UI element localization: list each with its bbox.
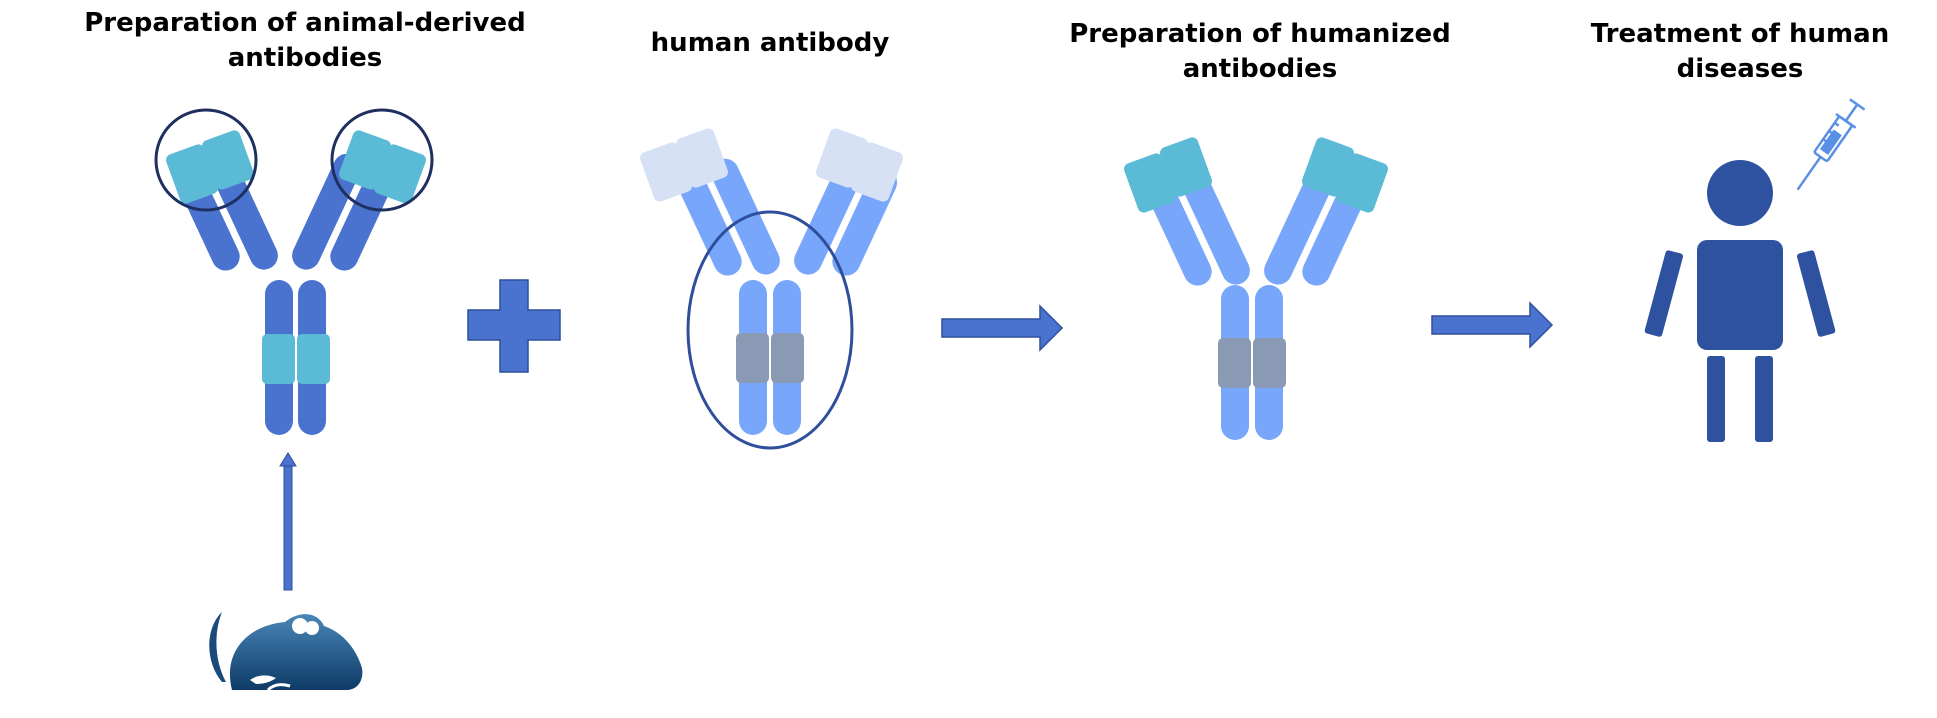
plus-icon bbox=[467, 279, 561, 373]
syringe-icon bbox=[1796, 98, 1866, 191]
variable-region bbox=[816, 128, 868, 188]
heavy-chain bbox=[676, 168, 742, 276]
variable-region bbox=[1160, 137, 1212, 197]
heavy-chain bbox=[1264, 168, 1334, 285]
constant-region bbox=[736, 333, 769, 383]
variable-region bbox=[1124, 153, 1176, 213]
person-icon bbox=[1644, 160, 1836, 442]
mouse-icon bbox=[209, 612, 363, 692]
step-title-treatment: Treatment of human diseases bbox=[1590, 19, 1890, 84]
variable-region bbox=[1302, 137, 1354, 197]
humanized-antibody bbox=[1124, 137, 1388, 440]
step-title-animal-derived: Preparation of animal-derived antibodies bbox=[84, 8, 526, 73]
constant-region bbox=[262, 334, 295, 384]
right-arrow-icon bbox=[1431, 301, 1554, 349]
up-arrow-icon bbox=[279, 452, 297, 591]
variable-region bbox=[166, 144, 218, 204]
step-title-humanized: Preparation of humanized antibodies bbox=[1069, 19, 1451, 84]
variable-region bbox=[851, 142, 903, 202]
constant-region bbox=[1218, 338, 1251, 388]
right-arrow-icon bbox=[941, 304, 1064, 352]
heavy-chain bbox=[794, 158, 864, 275]
person-leg bbox=[1707, 356, 1725, 442]
constant-region bbox=[297, 334, 330, 384]
person-body bbox=[1697, 240, 1783, 350]
human-antibody bbox=[640, 128, 903, 450]
constant-region bbox=[771, 333, 804, 383]
variable-region bbox=[339, 130, 391, 190]
variable-region-circle bbox=[330, 108, 434, 212]
constant-region bbox=[1253, 338, 1286, 388]
heavy-chain bbox=[292, 153, 362, 270]
person-arm bbox=[1796, 250, 1836, 337]
variable-region bbox=[202, 130, 254, 190]
variable-region bbox=[640, 142, 692, 202]
step-title-human-antibody: human antibody bbox=[650, 28, 890, 58]
person-arm bbox=[1644, 250, 1684, 337]
variable-region-circle bbox=[154, 108, 258, 212]
variable-region bbox=[676, 128, 728, 188]
variable-region bbox=[374, 144, 426, 204]
animal-antibody bbox=[154, 108, 434, 435]
variable-region bbox=[1336, 153, 1388, 213]
person-head bbox=[1707, 160, 1773, 226]
person-leg bbox=[1755, 356, 1773, 442]
heavy-chain bbox=[1180, 168, 1250, 285]
constant-region-circle bbox=[686, 210, 854, 450]
